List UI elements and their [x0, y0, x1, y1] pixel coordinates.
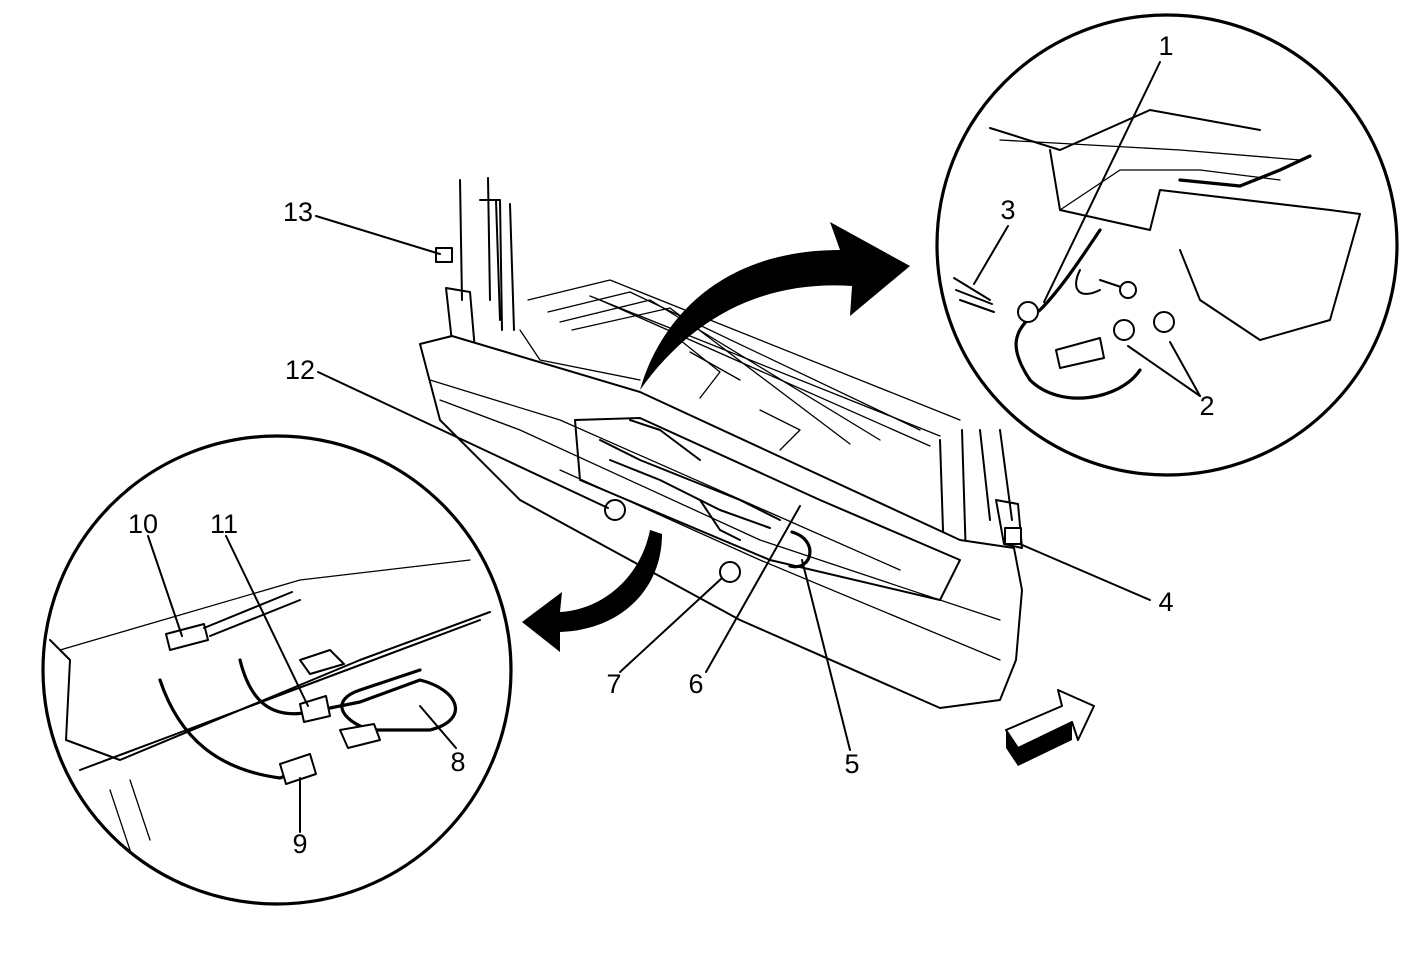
hitch-harness — [599, 419, 781, 541]
washer-a — [1113, 319, 1135, 341]
curved-arrow-lower — [522, 530, 662, 652]
callout-12: 12 — [285, 355, 315, 385]
wire-stub-3 — [953, 277, 995, 313]
left-pillar — [459, 177, 515, 331]
bumper-recess — [574, 417, 961, 601]
callout-13: 13 — [283, 197, 313, 227]
right-taillight — [995, 499, 1023, 549]
detail-harness-loop — [158, 658, 458, 780]
detail-harness — [1014, 154, 1312, 400]
leader-4 — [1019, 543, 1151, 601]
forward-arrow-bottom — [1005, 689, 1095, 766]
callout-9: 9 — [292, 829, 307, 859]
detail-view-trailer-harness — [41, 434, 513, 906]
mount-stud — [299, 649, 345, 675]
leader-11 — [225, 535, 309, 707]
callout-4: 4 — [1158, 587, 1173, 617]
harness-loop-5 — [788, 530, 812, 569]
vehicle-rear-view — [419, 177, 1023, 709]
ground-bolt — [1055, 337, 1105, 369]
callout-1: 1 — [1158, 31, 1173, 61]
leader-2b — [1169, 341, 1201, 397]
connector-9 — [279, 753, 317, 785]
leader-2a — [1127, 345, 1201, 397]
leader-8 — [419, 705, 457, 749]
connector-11 — [299, 695, 331, 723]
leader-7 — [619, 577, 723, 673]
bed-floor — [519, 279, 961, 451]
callout-2: 2 — [1199, 391, 1214, 421]
callout-7: 7 — [606, 669, 621, 699]
plug-10 — [165, 623, 209, 651]
detail-view-ground-connection — [935, 13, 1399, 477]
clip-13 — [435, 247, 453, 263]
curved-arrow-upper — [640, 222, 910, 390]
callout-5: 5 — [844, 749, 859, 779]
washer-b — [1153, 311, 1175, 333]
leader-lines — [147, 61, 1201, 833]
callout-8: 8 — [450, 747, 465, 777]
frame-rail — [989, 109, 1361, 341]
callout-11: 11 — [210, 509, 238, 539]
callout-3: 3 — [1000, 195, 1015, 225]
connector-4 — [1004, 527, 1022, 545]
connector-ground — [339, 723, 381, 749]
detail-bumper-edge — [49, 611, 491, 771]
callout-labels: 1 2 3 4 5 6 7 8 9 10 11 12 13 — [128, 31, 1215, 859]
leader-6 — [705, 505, 801, 673]
leader-5 — [801, 559, 851, 751]
leader-12 — [317, 371, 609, 509]
right-pillar — [939, 429, 1013, 561]
left-plug — [604, 499, 626, 521]
callout-10: 10 — [128, 509, 158, 539]
leader-1 — [1043, 61, 1161, 303]
callout-6: 6 — [688, 669, 703, 699]
leader-10 — [147, 535, 183, 637]
connector-7 — [719, 561, 741, 583]
leader-3 — [973, 225, 1009, 285]
leader-13 — [315, 215, 441, 255]
